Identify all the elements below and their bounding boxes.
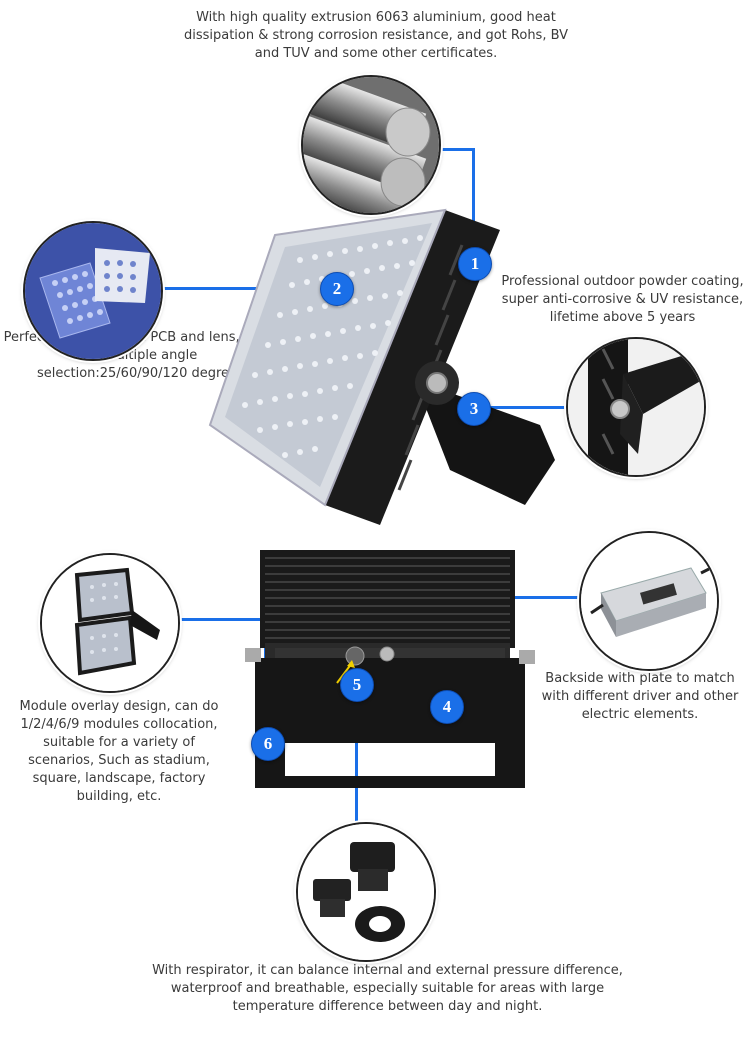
- aluminium-description: With high quality extrusion 6063 alumini…: [183, 10, 569, 61]
- connector-line-3: [480, 406, 568, 409]
- pcb-lens-inset: [23, 221, 163, 361]
- connector-line-1-vertical: [472, 148, 475, 248]
- respirator-inset: [296, 822, 436, 962]
- floodlight-back-image: [245, 550, 535, 788]
- badge-3: 3: [457, 392, 491, 426]
- badge-5: 5: [340, 668, 374, 702]
- powder-coating-description: Professional outdoor powder coating, sup…: [501, 274, 744, 325]
- aluminium-rods-inset: [301, 75, 441, 215]
- driver-inset: [579, 531, 719, 671]
- backside-plate-description: Backside with plate to match with differ…: [541, 671, 739, 722]
- floodlight-front-image: [208, 208, 555, 525]
- badge-1: 1: [458, 247, 492, 281]
- badge-4: 4: [430, 690, 464, 724]
- connector-line-2: [158, 287, 328, 290]
- powder-coating-inset: [566, 337, 706, 477]
- module-overlay-description: Module overlay design, can do 1/2/4/6/9 …: [19, 699, 219, 804]
- connector-line-6: [170, 618, 266, 621]
- connector-line-1: [430, 148, 475, 151]
- module-overlay-inset: [40, 553, 180, 693]
- badge-2: 2: [320, 272, 354, 306]
- connector-line-5: [355, 690, 358, 832]
- badge-6: 6: [251, 727, 285, 761]
- respirator-description: With respirator, it can balance internal…: [152, 963, 623, 1014]
